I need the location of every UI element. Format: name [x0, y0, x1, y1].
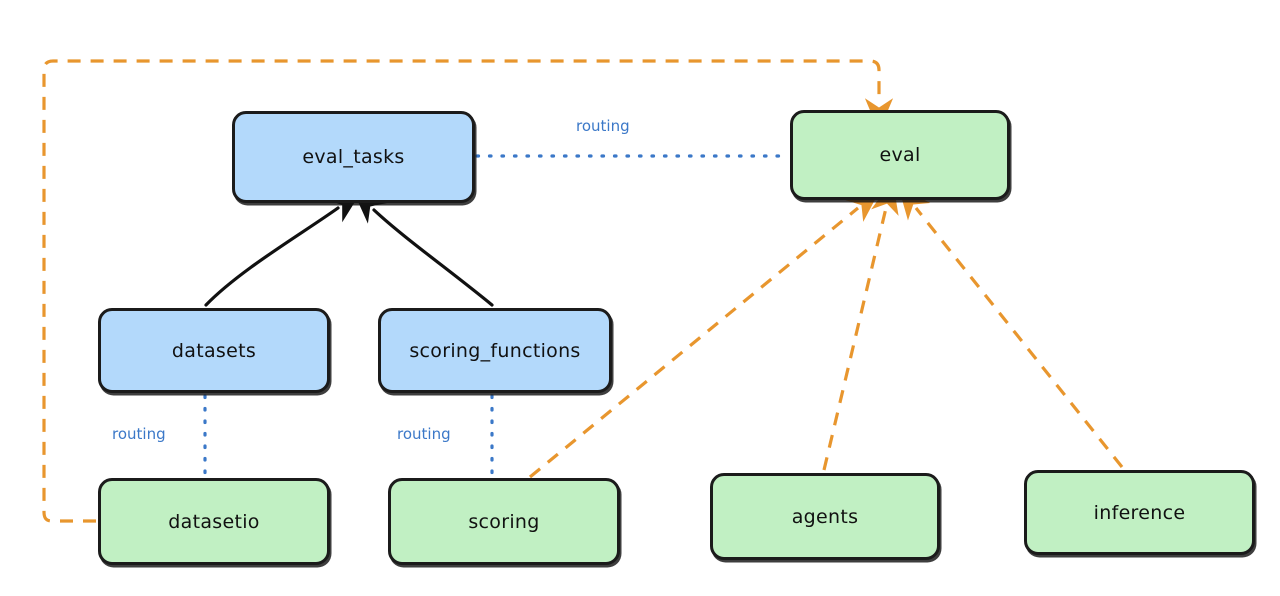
edge-datasetio-to-eval [42, 59, 894, 523]
edge-label-routing-datasets-datasetio: routing [112, 425, 166, 443]
node-datasetio[interactable]: datasetio [98, 478, 330, 565]
edge-label-routing-scoring-functions-scoring: routing [397, 425, 451, 443]
node-datasetio-label: datasetio [168, 510, 260, 533]
node-datasets-label: datasets [171, 339, 257, 362]
edge-label-routing-eval-tasks-eval: routing [576, 117, 630, 135]
node-eval-tasks-label: eval_tasks [302, 146, 405, 168]
node-eval[interactable]: eval [790, 110, 1010, 200]
node-scoring-functions-label: scoring_functions [409, 339, 581, 362]
edge-scoring-functions-to-eval-tasks [352, 190, 494, 307]
node-scoring-label: scoring [468, 510, 540, 533]
edge-scoring-to-eval [528, 189, 881, 479]
node-scoring-functions[interactable]: scoring_functions [378, 308, 612, 393]
node-eval-tasks[interactable]: eval_tasks [232, 111, 475, 203]
node-datasets[interactable]: datasets [98, 308, 330, 393]
node-agents-label: agents [791, 505, 859, 528]
node-eval-label: eval [879, 144, 921, 166]
node-scoring[interactable]: scoring [388, 478, 620, 565]
node-inference-label: inference [1093, 501, 1186, 524]
edge-datasets-to-eval-tasks [204, 191, 362, 307]
node-inference[interactable]: inference [1024, 470, 1255, 555]
edge-inference-to-eval [898, 185, 1124, 468]
edge-agents-to-eval [822, 179, 899, 471]
node-agents[interactable]: agents [710, 473, 940, 560]
